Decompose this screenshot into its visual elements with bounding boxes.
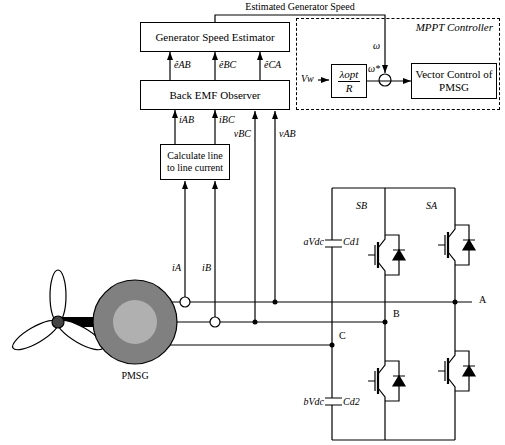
box-text: Vector Control of PMSG — [415, 68, 493, 94]
signal-name: ω* — [367, 63, 381, 75]
generator-rotor — [113, 300, 157, 344]
igbt-symbol — [368, 322, 405, 440]
generator — [93, 280, 177, 364]
signal-name: êCA — [263, 59, 282, 71]
current-sensor — [210, 317, 220, 327]
signal-name: iA — [171, 262, 182, 274]
region-heading: MPPT Controller — [416, 21, 493, 34]
signal-name: iAB — [178, 114, 195, 126]
box-text: λopt — [338, 68, 361, 82]
voltage-label: bVdc — [302, 396, 325, 408]
part-name: Cd2 — [342, 396, 361, 408]
process-box: Vector Control of PMSG — [411, 63, 497, 99]
capacitor-symbol — [322, 188, 342, 440]
signal-name: ω — [372, 40, 381, 52]
signal-name: vAB — [278, 128, 297, 140]
signal-arrow — [259, 52, 260, 80]
process-box: Calculate line to line current — [160, 144, 230, 180]
node-name: C — [338, 330, 347, 342]
signal-name: êBC — [218, 59, 237, 71]
process-box: Generator Speed Estimator — [140, 22, 290, 52]
phase-wire — [150, 301, 472, 302]
signal-arrow — [169, 52, 170, 80]
controller-region: MPPT Controller λoptR Vector Control of PM… — [296, 18, 500, 110]
current-sense-line — [184, 181, 185, 297]
phase-wire — [150, 344, 332, 345]
igbt-symbol — [368, 188, 405, 322]
part-name: SA — [425, 200, 438, 212]
box-text: Back EMF Observer — [169, 89, 260, 102]
igbt-symbol — [438, 302, 475, 440]
node-name: B — [392, 308, 401, 320]
phase-wire — [150, 321, 385, 322]
box-text: Calculate line to line current — [164, 150, 226, 174]
box-text: Generator Speed Estimator — [155, 31, 274, 44]
current-sensor — [180, 297, 190, 307]
dc-rail — [332, 188, 455, 440]
box-text: R — [346, 82, 353, 95]
signal-arrow — [174, 110, 175, 144]
signal-arrow — [214, 52, 215, 80]
voltage-sense-line — [274, 111, 275, 302]
signal-name: vBC — [233, 128, 252, 140]
junction-dot — [253, 300, 458, 348]
signal-name: Estimated Generator Speed — [244, 1, 355, 13]
part-name: SB — [355, 200, 368, 212]
voltage-sense-line — [254, 111, 255, 322]
signal-name: Vw — [300, 73, 315, 85]
node-name: A — [478, 294, 487, 306]
signal-name: êAB — [173, 59, 192, 71]
igbt-symbol — [438, 188, 475, 302]
signal-name: iBC — [218, 114, 236, 126]
summing-junction — [379, 74, 391, 86]
turbine-blades — [9, 270, 107, 355]
voltage-label: aVdc — [302, 236, 325, 248]
gain-box: λoptR — [331, 64, 367, 98]
process-box: Back EMF Observer — [140, 80, 290, 110]
part-name: Cd1 — [342, 236, 361, 248]
wind-speed-arrow — [318, 79, 329, 80]
signal-arrow — [214, 110, 215, 144]
signal-arrow — [367, 80, 411, 81]
signal-name: iB — [201, 262, 212, 274]
current-sense-line — [214, 181, 215, 317]
part-name: PMSG — [120, 370, 149, 382]
